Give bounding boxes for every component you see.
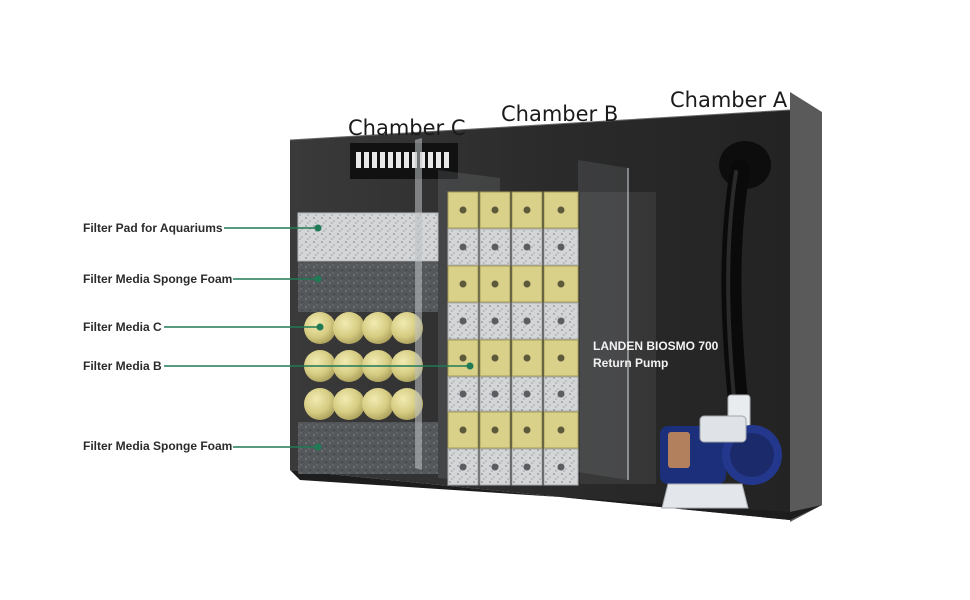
chamber-b-title: Chamber B: [501, 102, 618, 126]
chamber-c-title: Chamber C: [348, 116, 466, 140]
pump-label-line1: LANDEN BIOSMO 700: [593, 339, 719, 353]
label-sponge-top: Filter Media Sponge Foam: [83, 272, 232, 286]
label-media-b: Filter Media B: [83, 359, 162, 373]
label-sponge-bottom: Filter Media Sponge Foam: [83, 439, 232, 453]
label-filter-pad: Filter Pad for Aquariums: [83, 221, 223, 235]
callout-media-c: Filter Media C: [83, 320, 324, 334]
chamber-a-title: Chamber A: [670, 88, 788, 112]
callout-sponge-bottom: Filter Media Sponge Foam: [83, 439, 322, 453]
label-media-c: Filter Media C: [83, 320, 162, 334]
pump-label-line2: Return Pump: [593, 356, 668, 370]
callout-sponge-top: Filter Media Sponge Foam: [83, 272, 322, 286]
callout-filter-pad: Filter Pad for Aquariums: [83, 221, 322, 235]
